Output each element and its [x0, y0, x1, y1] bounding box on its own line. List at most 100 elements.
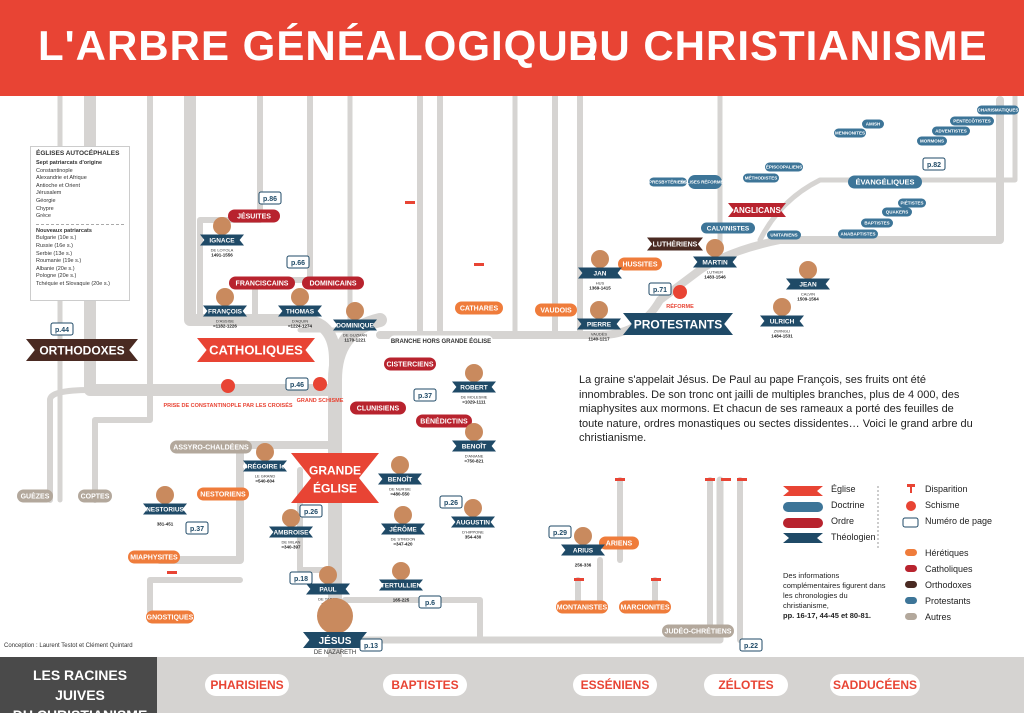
page-ref-box: [413, 388, 437, 402]
portrait-icon: [156, 486, 174, 504]
portrait-icon: [282, 509, 300, 527]
portrait-icon: [216, 288, 234, 306]
page-ref-box: [258, 191, 282, 205]
doctrine-pill: [701, 222, 755, 234]
order-label: CISTERCIENS: [386, 362, 433, 369]
theologian-dates: 381-451: [157, 522, 174, 527]
page-ref-label: p.37: [190, 526, 204, 533]
theologian-name: GRÉGOIRE Ier: [243, 462, 288, 471]
portrait-icon: [590, 301, 608, 319]
heretic-pill: [146, 610, 194, 624]
legend-doctrine-swatch: [783, 502, 823, 512]
doctrine-label: ADVENTISTES: [935, 129, 967, 134]
doctrine-label: ANABAPTISTES: [840, 232, 875, 237]
copte-label: COPTES: [81, 494, 110, 501]
grande-label: GRANDE: [309, 463, 361, 477]
prise-constantinople-label: PRISE DE CONSTANTINOPLE PAR LES CROISÉS: [163, 401, 292, 409]
theologian-flag: [269, 526, 313, 538]
page-ref-label: p.86: [263, 196, 277, 203]
disparition-icon: [405, 201, 415, 204]
tree-diagram: CATHOLIQUESORTHODOXESPROTESTANTSGRANDEÉG…: [17, 96, 1019, 657]
copte-pill: [78, 489, 112, 503]
page-ref-label: p.82: [927, 162, 941, 169]
theologian-flag: [306, 583, 350, 595]
doctrine-label: PENTECÔTISTES: [953, 117, 991, 124]
judeo-pill: [662, 624, 734, 638]
theologian-name: BENOÎT: [388, 475, 413, 484]
theologian-name: MARTIN: [702, 260, 728, 267]
list-item: Pologne (20e s.): [36, 273, 77, 280]
judeo-label: JUDÉO-CHRÉTIENS: [665, 627, 732, 636]
portrait-icon: [291, 288, 309, 306]
doctrine-label: PRESBYTÉRIENS: [649, 178, 687, 185]
list-item: Jérusalem: [36, 190, 62, 197]
theologian-name: NESTORIUS: [146, 507, 184, 514]
schisme-icon: [673, 285, 687, 299]
hors-branche-pill: [389, 335, 493, 347]
theologian-flag: [381, 523, 425, 535]
doctrine-pill: [898, 198, 926, 208]
doctrine-label: ÉPISCOPALIENS: [766, 163, 802, 170]
page-number-icon: [902, 517, 919, 528]
doctrine-pill: [882, 207, 912, 217]
gnostic-branch: [147, 577, 243, 623]
doctrine-pill: [834, 128, 866, 138]
doctrine-pill: [917, 136, 947, 146]
tree-nodes: CATHOLIQUESORTHODOXESPROTESTANTSGRANDEÉG…: [17, 105, 1019, 656]
list-item: Géorgie: [36, 197, 56, 204]
theologian-sub: DE GUZMÁN: [343, 333, 367, 338]
theologian-name: JÉRÔME: [389, 525, 417, 534]
header-banner: L'ARBRE GÉNÉALOGIQUE DU CHRISTIANISME: [0, 0, 1024, 96]
list-item: Chypre: [36, 205, 54, 212]
theologian-name: THOMAS: [286, 309, 315, 316]
anglicans-flag: [728, 203, 786, 217]
doctrine-pill: [688, 175, 722, 189]
portrait-icon: [317, 598, 353, 634]
page-ref-label: p.46: [290, 382, 304, 389]
doctrine-pill: [932, 126, 970, 136]
portrait-icon: [706, 239, 724, 257]
doctrine-pill: [838, 229, 878, 239]
disparition-icon: [721, 478, 731, 481]
theologian-dates: 1369-1415: [589, 286, 611, 291]
theologian-sub: DE TARSE: [318, 597, 338, 602]
page-ref-box: [418, 595, 442, 609]
judeo-branch: [341, 476, 724, 644]
page-ref-box: [648, 282, 672, 296]
theologian-flag: [303, 632, 367, 648]
heretic-pill: [556, 600, 608, 614]
portrait-icon: [799, 261, 817, 279]
theologian-flag: [786, 278, 830, 290]
list-item: Antioche et Orient: [36, 182, 81, 189]
tertullien-branch: [342, 597, 483, 643]
page-ref-label: p.44: [55, 327, 69, 334]
heretic-label: MONTANISTES: [557, 605, 608, 612]
autres-swatch: [905, 613, 917, 620]
portrait-icon: [392, 562, 410, 580]
doctrine-label: ÉVANGÉLIQUES: [855, 178, 914, 187]
heretic-pill: [619, 600, 671, 614]
theologian-flag: [143, 503, 187, 515]
legend-swatches: [783, 484, 919, 548]
credit-line: Conception : Laurent Testot et Clément Q…: [4, 643, 133, 649]
list-item: Roumanie (19e s.): [36, 258, 82, 265]
reforme-label: RÉFORME: [666, 302, 694, 310]
list-item: Grèce: [36, 213, 51, 220]
doctrine-pill: [767, 230, 801, 240]
portrait-icon: [394, 506, 412, 524]
page-ref-label: p.66: [291, 260, 305, 267]
theologian-flag: [333, 319, 377, 331]
legend-disparition: Disparition: [925, 484, 968, 494]
theologian-sub: DE LOYOLA: [211, 248, 234, 253]
theologian-flag: [243, 460, 287, 472]
legend-catholiques: Catholiques: [925, 564, 973, 574]
grand-schisme-label: GRAND SCHISME: [297, 398, 344, 404]
root-baptistes: BAPTISTES: [383, 674, 467, 696]
catholiques-flag: [197, 338, 315, 362]
theologian-dates: 1484-1531: [771, 334, 793, 339]
legend-ordre-swatch: [783, 518, 823, 528]
orthodoxes-swatch: [905, 581, 917, 588]
theologian-dates: ≈1182-1226: [213, 324, 237, 329]
order-pill: [229, 276, 295, 290]
